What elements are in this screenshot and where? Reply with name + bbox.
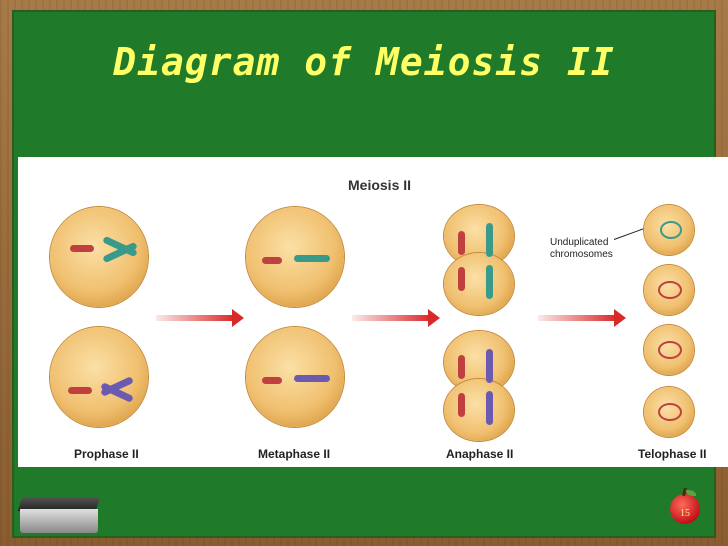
eraser-icon <box>17 497 101 533</box>
chromosome <box>294 375 330 382</box>
page-number: 15 <box>680 508 690 519</box>
chromosome <box>486 223 493 257</box>
apple-icon <box>662 487 706 532</box>
chromosome <box>486 349 493 383</box>
chromosome <box>458 393 465 417</box>
chromosome <box>486 265 493 299</box>
chromosome <box>68 387 92 394</box>
figure-title: Meiosis II <box>348 177 412 193</box>
stage-label-prophase: Prophase II <box>74 447 139 461</box>
right-arrow-icon <box>156 309 244 327</box>
chromosome <box>458 267 465 291</box>
chromosome <box>658 341 682 359</box>
meiosis-figure: Meiosis II Unduplicated chromosomes Prop… <box>18 157 728 467</box>
slide-title: Diagram of Meiosis II <box>113 40 615 84</box>
chromosome <box>658 403 682 421</box>
prophase-cell-bottom <box>50 327 148 427</box>
chromosome <box>658 281 682 299</box>
prophase-cell-top <box>50 207 148 307</box>
anaphase-cell-bottom-lower <box>444 379 514 441</box>
right-arrow-icon <box>352 309 440 327</box>
chromosome <box>294 255 330 262</box>
chromosome <box>458 231 465 255</box>
annotation-unduplicated-chromosomes: Unduplicated chromosomes <box>550 237 613 260</box>
chromosome <box>262 377 282 384</box>
chromosome <box>486 391 493 425</box>
chromosome <box>660 221 682 239</box>
right-arrow-icon <box>538 309 626 327</box>
stage-label-anaphase: Anaphase II <box>446 447 514 461</box>
stage-label-metaphase: Metaphase II <box>258 447 331 461</box>
chromosome <box>70 245 94 252</box>
chromosome <box>262 257 282 264</box>
chromosome <box>458 355 465 379</box>
stage-label-telophase: Telophase II <box>638 447 707 461</box>
anaphase-cell-top-lower <box>444 253 514 315</box>
